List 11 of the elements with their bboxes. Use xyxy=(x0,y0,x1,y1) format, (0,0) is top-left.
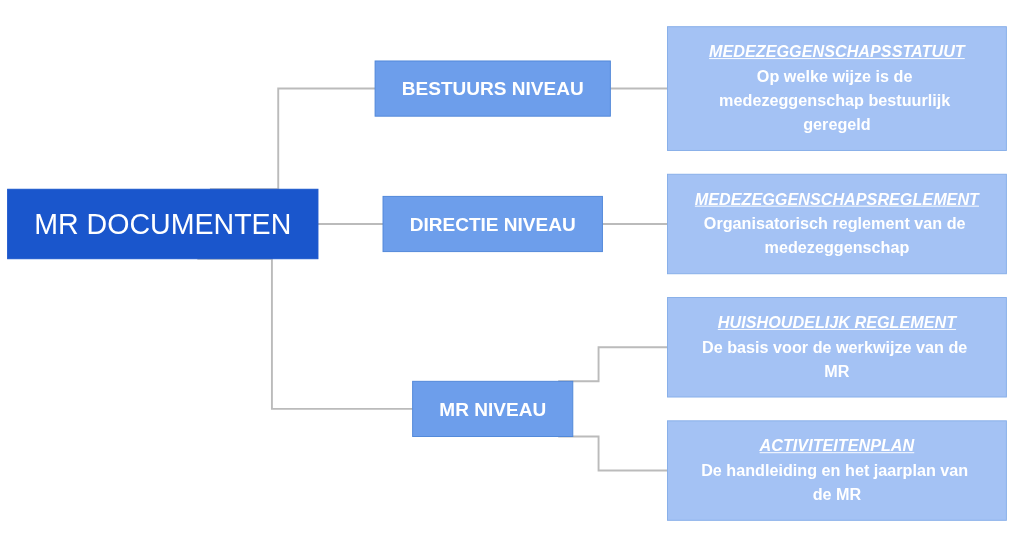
node-box: MR DOCUMENTEN xyxy=(7,188,319,260)
node-box: MEDEZEGGENSCHAPSSTATUUT Op welke wijze is de medezeggenschap bestuurlijk geregeld xyxy=(667,26,1007,151)
node-box: HUISHOUDELIJK REGLEMENT De basis voor de werkwijze van de MR xyxy=(667,297,1007,398)
connector xyxy=(317,223,384,225)
connector xyxy=(601,223,669,225)
node-box: BESTUURS NIVEAU xyxy=(374,60,611,117)
node-box: MR NIVEAU xyxy=(412,380,574,437)
node-box: MEDEZEGGENSCHAPSREGLEMENT Organisatorisch reglement van de medezeggenschap xyxy=(667,173,1007,275)
node-box: DIRECTIE NIVEAU xyxy=(382,195,603,253)
node-box: ACTIVITEITENPLAN De handleiding en het jaarplan van de MR xyxy=(667,420,1007,521)
connector xyxy=(609,87,669,90)
